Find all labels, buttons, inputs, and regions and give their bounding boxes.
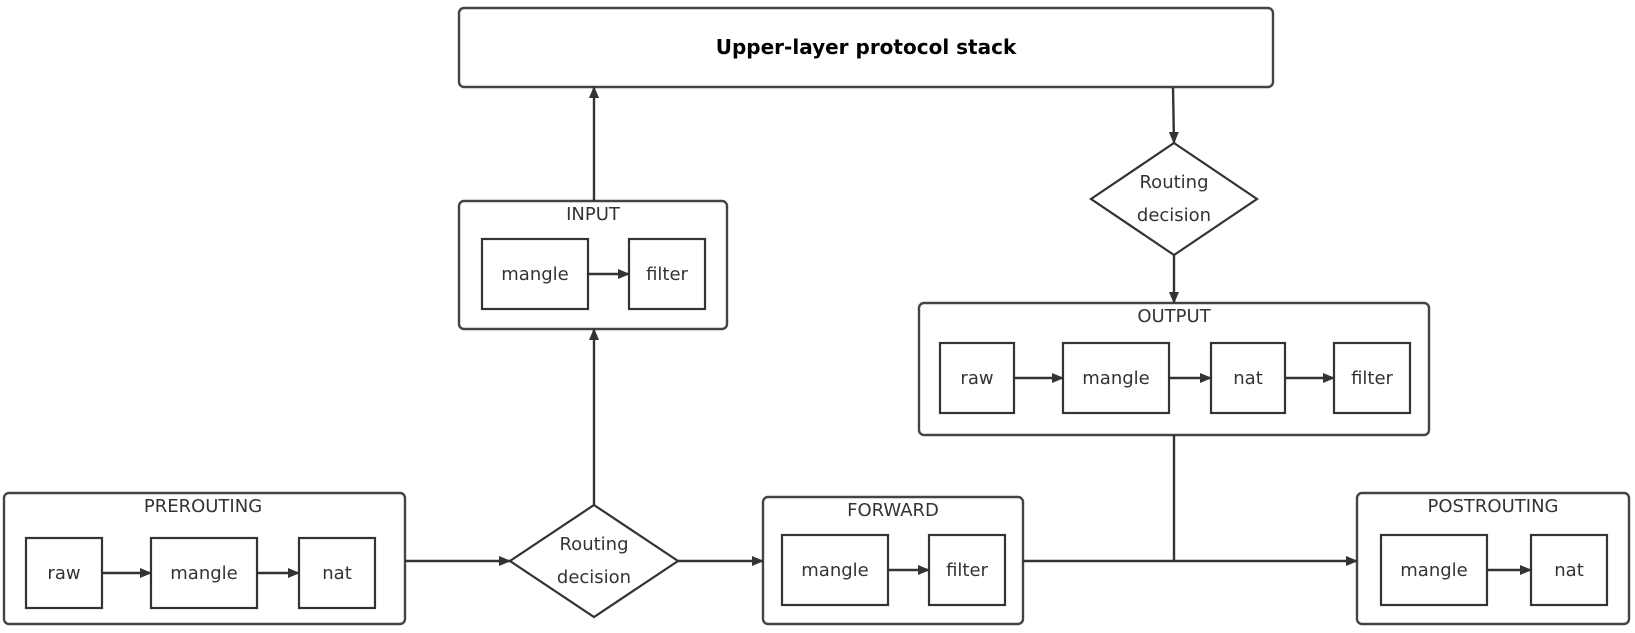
output-table-raw xyxy=(938,341,1016,415)
postrouting-table-mangle xyxy=(1379,533,1489,607)
prerouting-table-raw-label: raw xyxy=(47,563,80,584)
chain-input: INPUT mangle filter xyxy=(457,199,729,331)
output-table-mangle-label: mangle xyxy=(1082,368,1149,389)
chain-output: OUTPUT raw mangle nat filter xyxy=(917,301,1431,437)
output-table-nat-label: nat xyxy=(1233,368,1263,389)
prerouting-table-nat xyxy=(297,536,377,610)
upper-layer-stack-box: Upper-layer protocol stack xyxy=(457,6,1275,89)
postrouting-table-mangle-label: mangle xyxy=(1400,560,1467,581)
chain-forward-title: FORWARD xyxy=(847,500,939,521)
chain-postrouting: POSTROUTING mangle nat xyxy=(1355,491,1631,626)
postrouting-table-nat-label: nat xyxy=(1554,560,1584,581)
input-table-filter-label: filter xyxy=(646,264,688,285)
chain-input-title: INPUT xyxy=(566,204,621,225)
input-table-mangle xyxy=(480,237,590,311)
routing-decision-main: Routing decision xyxy=(508,503,680,619)
forward-table-filter-label: filter xyxy=(946,560,988,581)
chain-output-title: OUTPUT xyxy=(1137,306,1211,327)
chain-prerouting: PREROUTING raw mangle nat xyxy=(2,491,407,626)
routing-decision-output-line2: decision xyxy=(1137,205,1211,226)
upper-layer-stack-label: Upper-layer protocol stack xyxy=(716,35,1017,59)
forward-table-filter xyxy=(927,533,1007,607)
routing-decision-main-line2: decision xyxy=(557,567,631,588)
forward-table-mangle xyxy=(780,533,890,607)
arrow-upper-stack-to-output-decision xyxy=(1168,86,1179,144)
prerouting-table-nat-label: nat xyxy=(322,563,352,584)
prerouting-table-mangle-label: mangle xyxy=(170,563,237,584)
output-table-filter-label: filter xyxy=(1351,368,1393,389)
chain-prerouting-title: PREROUTING xyxy=(144,496,262,517)
chain-postrouting-title: POSTROUTING xyxy=(1427,496,1558,517)
routing-decision-output: Routing decision xyxy=(1089,141,1259,257)
routing-decision-output-line1: Routing xyxy=(1139,172,1208,193)
chain-forward: FORWARD mangle filter xyxy=(761,495,1025,626)
postrouting-table-nat xyxy=(1529,533,1609,607)
output-table-raw-label: raw xyxy=(960,368,993,389)
routing-decision-main-line1: Routing xyxy=(559,534,628,555)
forward-table-mangle-label: mangle xyxy=(801,560,868,581)
input-table-mangle-label: mangle xyxy=(501,264,568,285)
prerouting-table-raw xyxy=(24,536,104,610)
